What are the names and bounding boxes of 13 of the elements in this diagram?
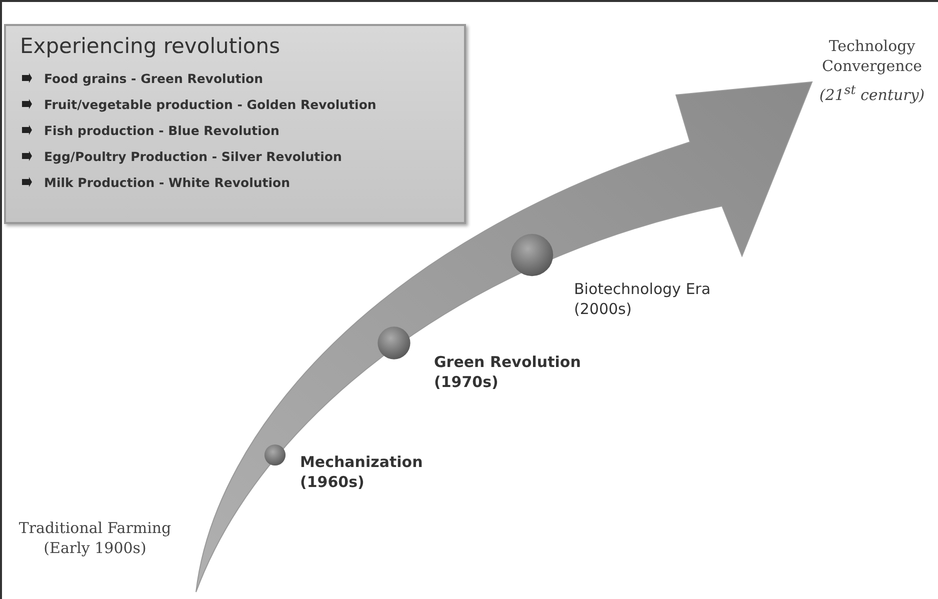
info-panel — [4, 24, 466, 224]
milestone-label: Mechanization (1960s) — [300, 452, 424, 492]
list-item-text: Fish production - Blue Revolution — [44, 122, 280, 139]
panel-heading: Experiencing revolutions — [20, 34, 280, 58]
list-item-text: Food grains - Green Revolution — [44, 70, 264, 87]
era-label: Traditional Farming (Early 1900s) — [18, 518, 172, 558]
list-item-text: Fruit/vegetable production - Golden Revolution — [44, 96, 378, 113]
era-label: Technology Convergence — [820, 36, 924, 76]
milestone-label: Green Revolution (1970s) — [434, 352, 582, 392]
milestone-label: Biotechnology Era (2000s) — [574, 279, 712, 319]
list-item-text: Egg/Poultry Production - Silver Revolution — [44, 148, 343, 165]
list-item-text: Milk Production - White Revolution — [44, 174, 292, 191]
era-label: (21$^{st}$ century) — [818, 81, 926, 105]
